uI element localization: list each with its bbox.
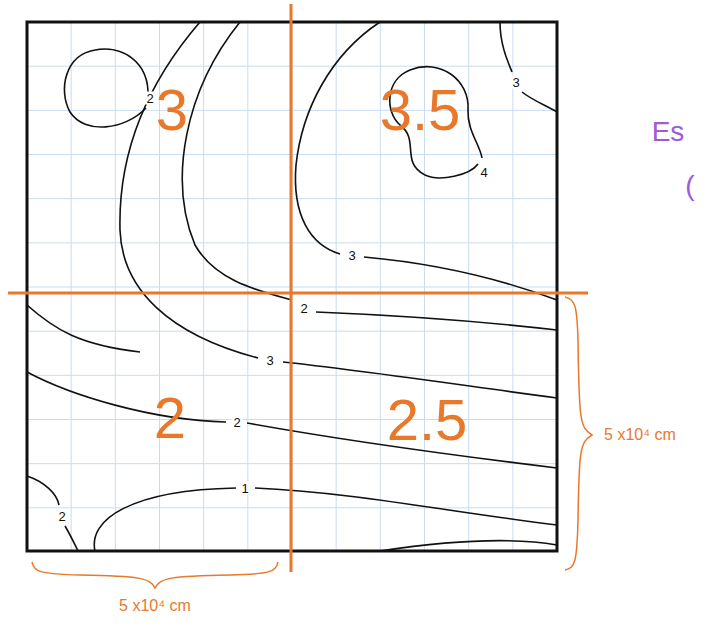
quadrant-value: 2.5 [387,391,468,449]
quadrant-value: 2 [154,389,186,447]
contour-label: 2 [231,416,242,429]
quadrant-value: 3 [156,81,188,139]
dimension-label: 5 x10⁴ cm [604,427,676,443]
dimension-brackets [32,297,592,588]
contour-label: 3 [346,249,357,262]
contour-label: 2 [298,302,309,315]
contour-label: 4 [478,166,489,179]
contour-label: 3 [510,76,521,89]
contour-label: 2 [144,92,155,105]
quadrant-lines [8,4,588,572]
annotation-text: Es [652,118,685,146]
contour-label: 1 [239,482,250,495]
contour-label: 2 [56,510,67,523]
quadrant-value: 3.5 [380,81,461,139]
dimension-label: 5 x10⁴ cm [119,598,191,614]
contour-label: 3 [264,354,275,367]
annotation-text: ( [685,172,694,200]
